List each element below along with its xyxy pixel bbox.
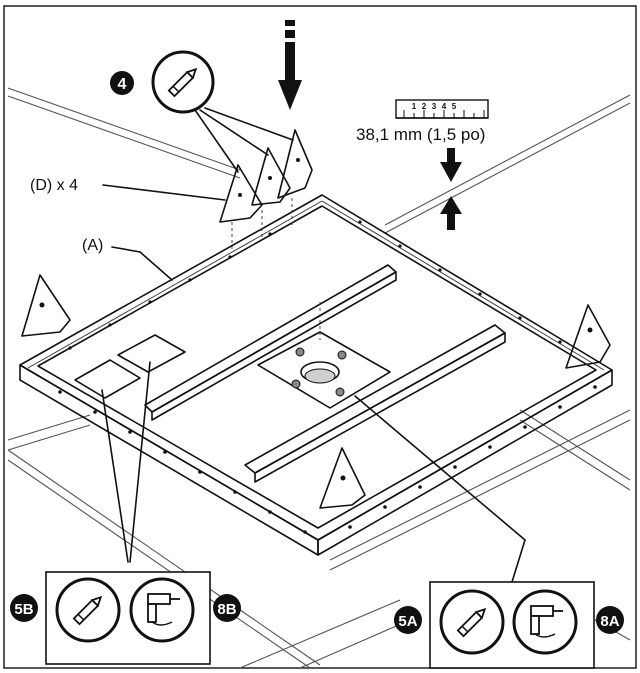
callout-panel-right: 5A 8A — [394, 581, 624, 669]
pencil-icon — [167, 67, 198, 98]
label-bracket-qty: (D) x 4 — [30, 177, 78, 194]
frame-holes — [58, 220, 597, 534]
rail-lower — [244, 324, 506, 483]
drill-icon — [147, 593, 180, 626]
arrow-down-icon — [440, 148, 462, 182]
measurement-value: 38,1 mm (1,5 po) — [356, 125, 485, 144]
ruler-icon: 1 2 3 4 5 — [395, 99, 489, 119]
ruler-tick-4: 4 — [442, 102, 447, 111]
arrow-down-icon — [278, 20, 302, 110]
marking-plates — [74, 334, 186, 399]
bracket-d-group — [219, 129, 321, 340]
diagram-border — [3, 5, 637, 669]
ruler-tick-3: 3 — [432, 102, 437, 111]
pencil-icon — [456, 607, 487, 638]
callout-panel-left: 5B 8B — [10, 571, 241, 665]
callout-4-number: 4 — [118, 76, 127, 93]
drill-icon — [530, 605, 563, 638]
callout-5a-number: 5A — [398, 613, 417, 630]
rail-upper — [144, 264, 397, 421]
pencil-icon — [72, 595, 103, 626]
callout-step-4: 4 — [110, 50, 294, 173]
ruler-tick-2: 2 — [422, 102, 427, 111]
callout-5b-number: 5B — [14, 601, 33, 618]
callout-8a-number: 8A — [600, 613, 619, 630]
ruler-tick-1: 1 — [412, 102, 417, 111]
center-plate — [257, 331, 391, 409]
label-frame: (A) — [82, 237, 103, 254]
arrow-up-icon — [440, 196, 462, 230]
frame-a — [19, 194, 613, 556]
ceiling-grid — [7, 87, 631, 669]
ruler-tick-5: 5 — [452, 102, 457, 111]
callout-8b-number: 8B — [217, 601, 236, 618]
corner-brackets — [21, 274, 611, 509]
